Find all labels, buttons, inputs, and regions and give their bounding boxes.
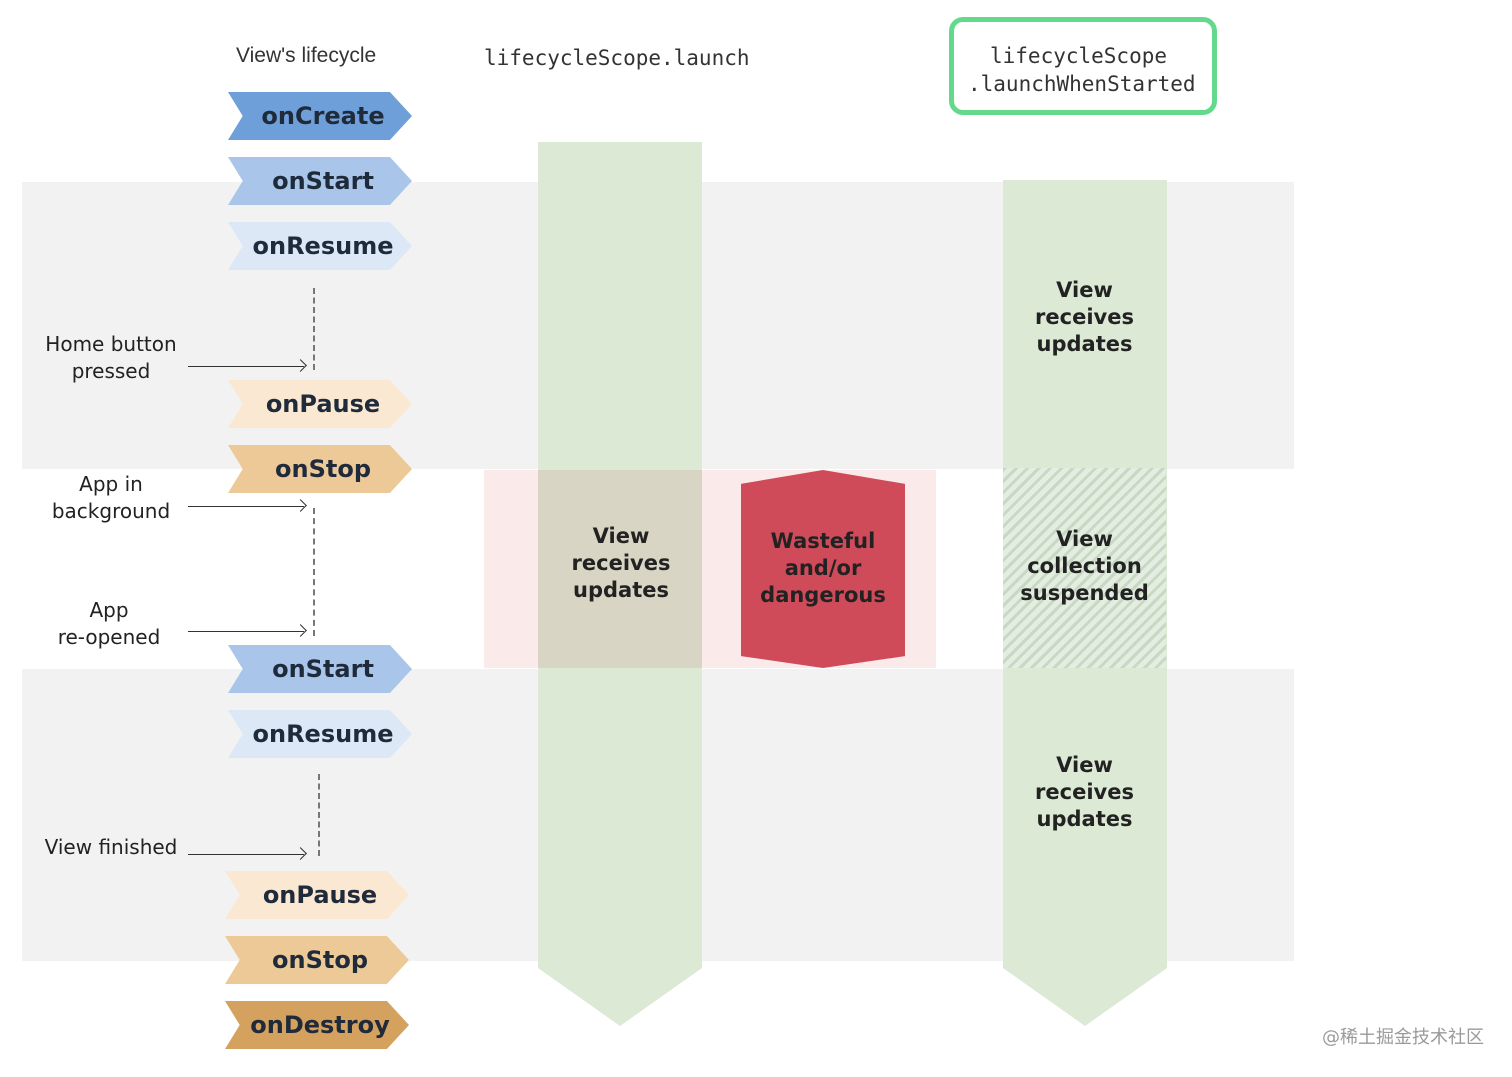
warning-text-line3: dangerous: [760, 583, 886, 607]
lifecycle-event-onresume: onResume: [228, 222, 412, 270]
trigger-view-finished-line1: View finished: [44, 835, 178, 859]
lifecycle-event-onresume-2: onResume: [228, 710, 412, 758]
dashed-connector-2: [313, 508, 315, 636]
suspended-region: [1003, 468, 1166, 668]
lws-middle-text-line2: collection: [1027, 554, 1142, 578]
launch-when-started-title-box: lifecycleScope .launchWhenStarted: [949, 17, 1217, 115]
lws-middle-text-line1: View: [1056, 527, 1113, 551]
launch-middle-text-line3: updates: [573, 578, 669, 602]
launch-middle-text-line2: receives: [571, 551, 671, 575]
warning-text-line2: and/or: [784, 556, 862, 580]
launch-column-title: lifecycleScope.launch: [484, 46, 750, 70]
lws-top-text-line1: View: [1056, 278, 1113, 302]
trigger-app-reopened-line1: App: [89, 598, 129, 622]
lws-top-text-line2: receives: [1035, 305, 1134, 329]
lws-bottom-text-line1: View: [1056, 753, 1113, 777]
lws-top-text-line3: updates: [1036, 332, 1133, 356]
lws-bottom-text-line3: updates: [1036, 807, 1133, 831]
lifecycle-column-title: View's lifecycle: [236, 44, 377, 67]
lifecycle-event-onstart-2: onStart: [228, 645, 412, 693]
lifecycle-event-onpause-2: onPause: [225, 871, 409, 919]
launch-active-arrow: [538, 142, 702, 1026]
lifecycle-event-oncreate: onCreate: [228, 92, 412, 140]
trigger-home-button-line2: pressed: [71, 359, 151, 383]
dashed-connector-1: [313, 288, 315, 370]
warning-text-line1: Wasteful: [770, 529, 876, 553]
trigger-app-reopened: App re-opened: [14, 597, 204, 651]
launch-when-started-title-line2: .launchWhenStarted: [968, 72, 1196, 96]
trigger-app-reopened-line2: re-opened: [57, 625, 161, 649]
watermark: @稀土掘金技术社区: [1322, 1027, 1484, 1048]
launch-arrow-background-tint: [538, 470, 702, 668]
lifecycle-event-onpause: onPause: [228, 380, 412, 428]
warning-box: [741, 470, 905, 668]
lifecycle-event-onstop: onStop: [228, 445, 412, 493]
lifecycle-event-onstart: onStart: [228, 157, 412, 205]
trigger-home-button: Home button pressed: [16, 331, 206, 385]
lws-bottom-text-line2: receives: [1035, 780, 1134, 804]
trigger-arrow-reopened: [188, 631, 304, 632]
lifecycle-event-ondestroy: onDestroy: [225, 1001, 409, 1049]
trigger-arrow-home: [188, 366, 304, 367]
trigger-arrow-finished: [188, 854, 304, 855]
trigger-app-background-line1: App in: [79, 472, 143, 496]
trigger-app-background-line2: background: [51, 499, 171, 523]
lws-top-text: View receives updates: [1003, 277, 1166, 358]
lws-bottom-text: View receives updates: [1003, 752, 1166, 833]
trigger-arrow-background: [188, 506, 304, 507]
trigger-app-background: App in background: [16, 471, 206, 525]
trigger-home-button-line1: Home button: [45, 332, 177, 356]
trigger-view-finished: View finished: [16, 834, 206, 861]
warning-text: Wasteful and/or dangerous: [741, 528, 905, 609]
lws-middle-text-line3: suspended: [1020, 581, 1149, 605]
launch-middle-text: View receives updates: [540, 523, 702, 604]
lws-middle-text: View collection suspended: [1003, 526, 1166, 607]
dashed-connector-3: [318, 774, 320, 856]
launch-when-started-title-line1: lifecycleScope: [990, 44, 1168, 68]
lifecycle-event-onstop-2: onStop: [225, 936, 409, 984]
launch-middle-text-line1: View: [592, 524, 650, 548]
